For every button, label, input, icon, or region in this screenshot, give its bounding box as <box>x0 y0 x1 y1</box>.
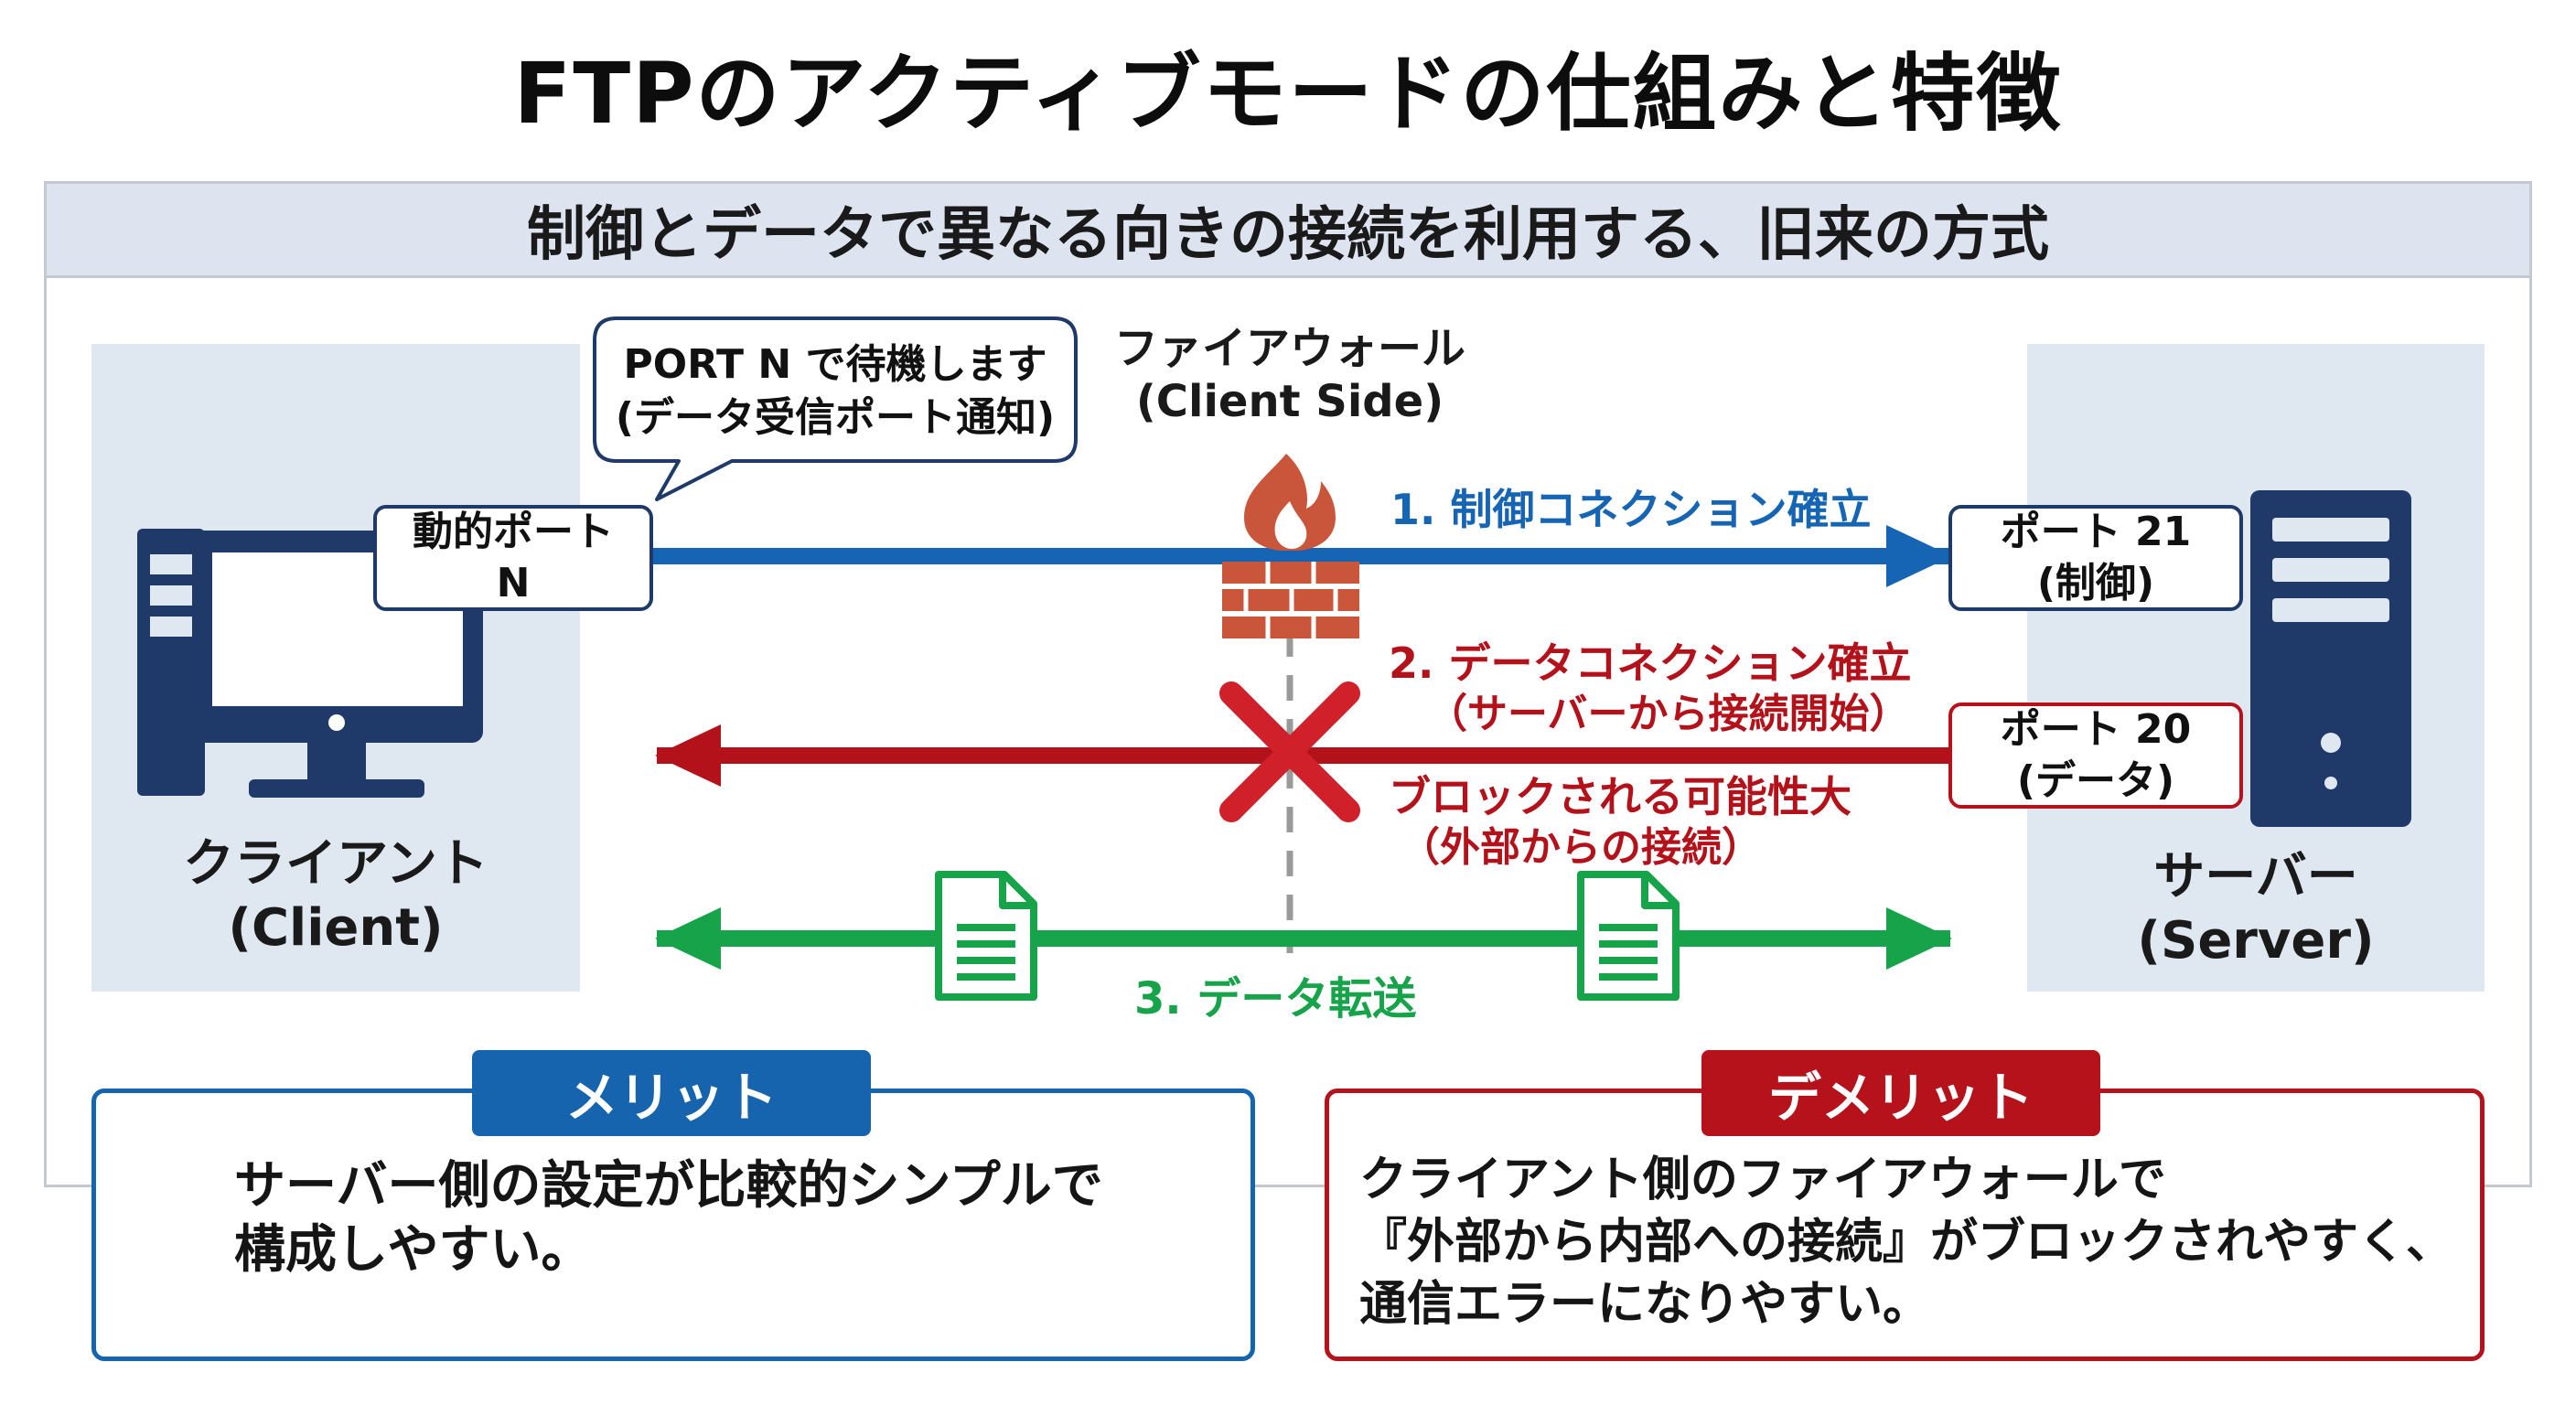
control-connection-label: 1. 制御コネクション確立 <box>1390 485 1872 534</box>
firewall-label-line2: (Client Side) <box>1135 376 1444 427</box>
server-control-port-box: ポート 21 (制御) <box>1948 505 2243 611</box>
blocked-warning-sublabel: （外部からの接続） <box>1400 824 1762 871</box>
firewall-flame-icon <box>1222 454 1359 638</box>
client-caption-line1: クライアント <box>183 834 488 894</box>
merit-text: サーバー側の設定が比較的シンプルで 構成しやすい。 <box>234 1154 1103 1282</box>
speech-bubble: PORT N で待機します (データ受信ポート通知) <box>595 326 1076 457</box>
firewall-label: ファイアウォール (Client Side) <box>1061 322 1519 428</box>
server-data-port-box: ポート 20 (データ) <box>1948 702 2243 809</box>
page-title: FTPのアクティブモードの仕組みと特徴 <box>513 45 2063 143</box>
document-icon <box>935 871 1037 1001</box>
data-connection-label: 2. データコネクション確立 <box>1389 638 1912 688</box>
client-caption: クライアント (Client) <box>91 832 580 960</box>
server-data-port-line2: (データ) <box>2016 757 2175 804</box>
demerit-heading: デメリット <box>1767 1067 2034 1129</box>
server-caption-line1: サーバー <box>2153 847 2358 906</box>
data-connection-sublabel: （サーバーから接続開始） <box>1427 691 1910 737</box>
server-control-port-line2: (制御) <box>2036 560 2155 606</box>
subtitle-text: 制御とデータで異なる向きの接続を利用する、旧来の方式 <box>527 201 2049 269</box>
demerit-text-line1: クライアント側のファイアウォールで <box>1359 1153 2166 1207</box>
cross-mark-icon <box>1219 681 1360 822</box>
demerit-text: クライアント側のファイアウォールで 『外部から内部への接続』がブロックされやすく… <box>1359 1149 2453 1335</box>
document-icon <box>1577 871 1680 1001</box>
server-data-port-line1: ポート 20 <box>2000 706 2192 753</box>
subtitle-bar: 制御とデータで異なる向きの接続を利用する、旧来の方式 <box>44 181 2532 278</box>
demerit-text-line2: 『外部から内部への接続』がブロックされやすく、 <box>1359 1215 2454 1270</box>
data-transfer-label: 3. データ転送 <box>1134 973 1417 1024</box>
speech-bubble-line1: PORT N で待機します <box>623 341 1047 388</box>
client-port-box: 動的ポート N <box>373 505 653 611</box>
merit-badge: メリット <box>472 1050 871 1136</box>
client-port-line1: 動的ポート <box>413 509 614 555</box>
demerit-badge: デメリット <box>1701 1050 2100 1136</box>
speech-bubble-shape <box>593 316 1078 501</box>
merit-text-line1: サーバー側の設定が比較的シンプルで <box>234 1156 1103 1216</box>
server-caption: サーバー (Server) <box>2027 845 2485 973</box>
server-control-port-line1: ポート 21 <box>2000 509 2192 555</box>
server-caption-line2: (Server) <box>2137 911 2375 971</box>
demerit-text-line3: 通信エラーになりやすい。 <box>1359 1277 1931 1332</box>
merit-text-line2: 構成しやすい。 <box>234 1220 593 1280</box>
client-caption-line2: (Client) <box>228 898 444 958</box>
server-tower-icon <box>2250 490 2411 827</box>
blocked-warning-label: ブロックされる可能性大 <box>1389 772 1852 821</box>
speech-bubble-line2: (データ受信ポート通知) <box>615 394 1056 441</box>
merit-heading: メリット <box>564 1067 778 1129</box>
firewall-label-line1: ファイアウォール <box>1113 323 1465 374</box>
client-port-line2: N <box>496 560 531 606</box>
